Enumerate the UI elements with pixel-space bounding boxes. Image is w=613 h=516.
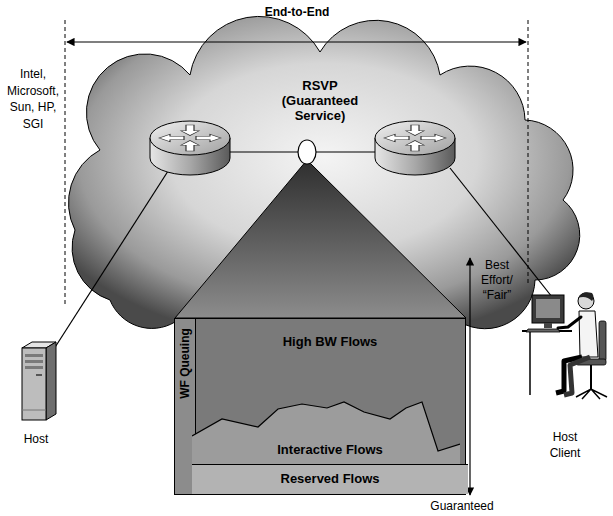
flow-band: Reserved Flows [192,464,468,494]
span-label: End-to-End [265,5,330,20]
scale-label: Best Effort/ “Fair” [481,258,513,303]
flow-band: High BW Flows [192,319,468,399]
span-label: End-to-End [265,5,330,20]
node-text: RSVP (Guaranteed Service) [282,78,359,123]
host-client: Host Client [520,285,610,465]
router-symbol [150,121,230,175]
network-wire [52,168,170,352]
client-figure [522,292,607,399]
zoom-fan [175,160,466,318]
extent-line [528,20,529,285]
link-oval [298,140,316,164]
flow-band: Interactive Flows [192,399,468,464]
network-wire [450,168,556,302]
scale-label: Best Effort/ “Fair” [481,258,513,303]
node-text: Host Client [550,429,581,461]
vendor-list: Intel, Microsoft, Sun, HP, SGI [7,66,59,132]
vendor-list: Intel, Microsoft, Sun, HP, SGI [7,66,59,132]
router-symbol [375,121,455,175]
node-text: Interactive Flows [192,442,468,457]
wf-queuing-box: WF QueuingHigh BW FlowsInteractive Flows… [174,318,466,495]
node-text: Host [4,432,68,447]
node-text: Reserved Flows [192,471,468,486]
node-text: High BW Flows [192,334,468,349]
span-arrow [67,41,526,42]
network-cloud [68,16,579,328]
scale-label: Guaranteed [430,499,493,514]
scale-label: Guaranteed [430,499,493,514]
scale-arrow [469,258,470,495]
extent-line [65,20,66,305]
server-icon [22,342,56,420]
host-server: Host [4,340,68,458]
queue-title: WF Queuing [178,328,193,399]
